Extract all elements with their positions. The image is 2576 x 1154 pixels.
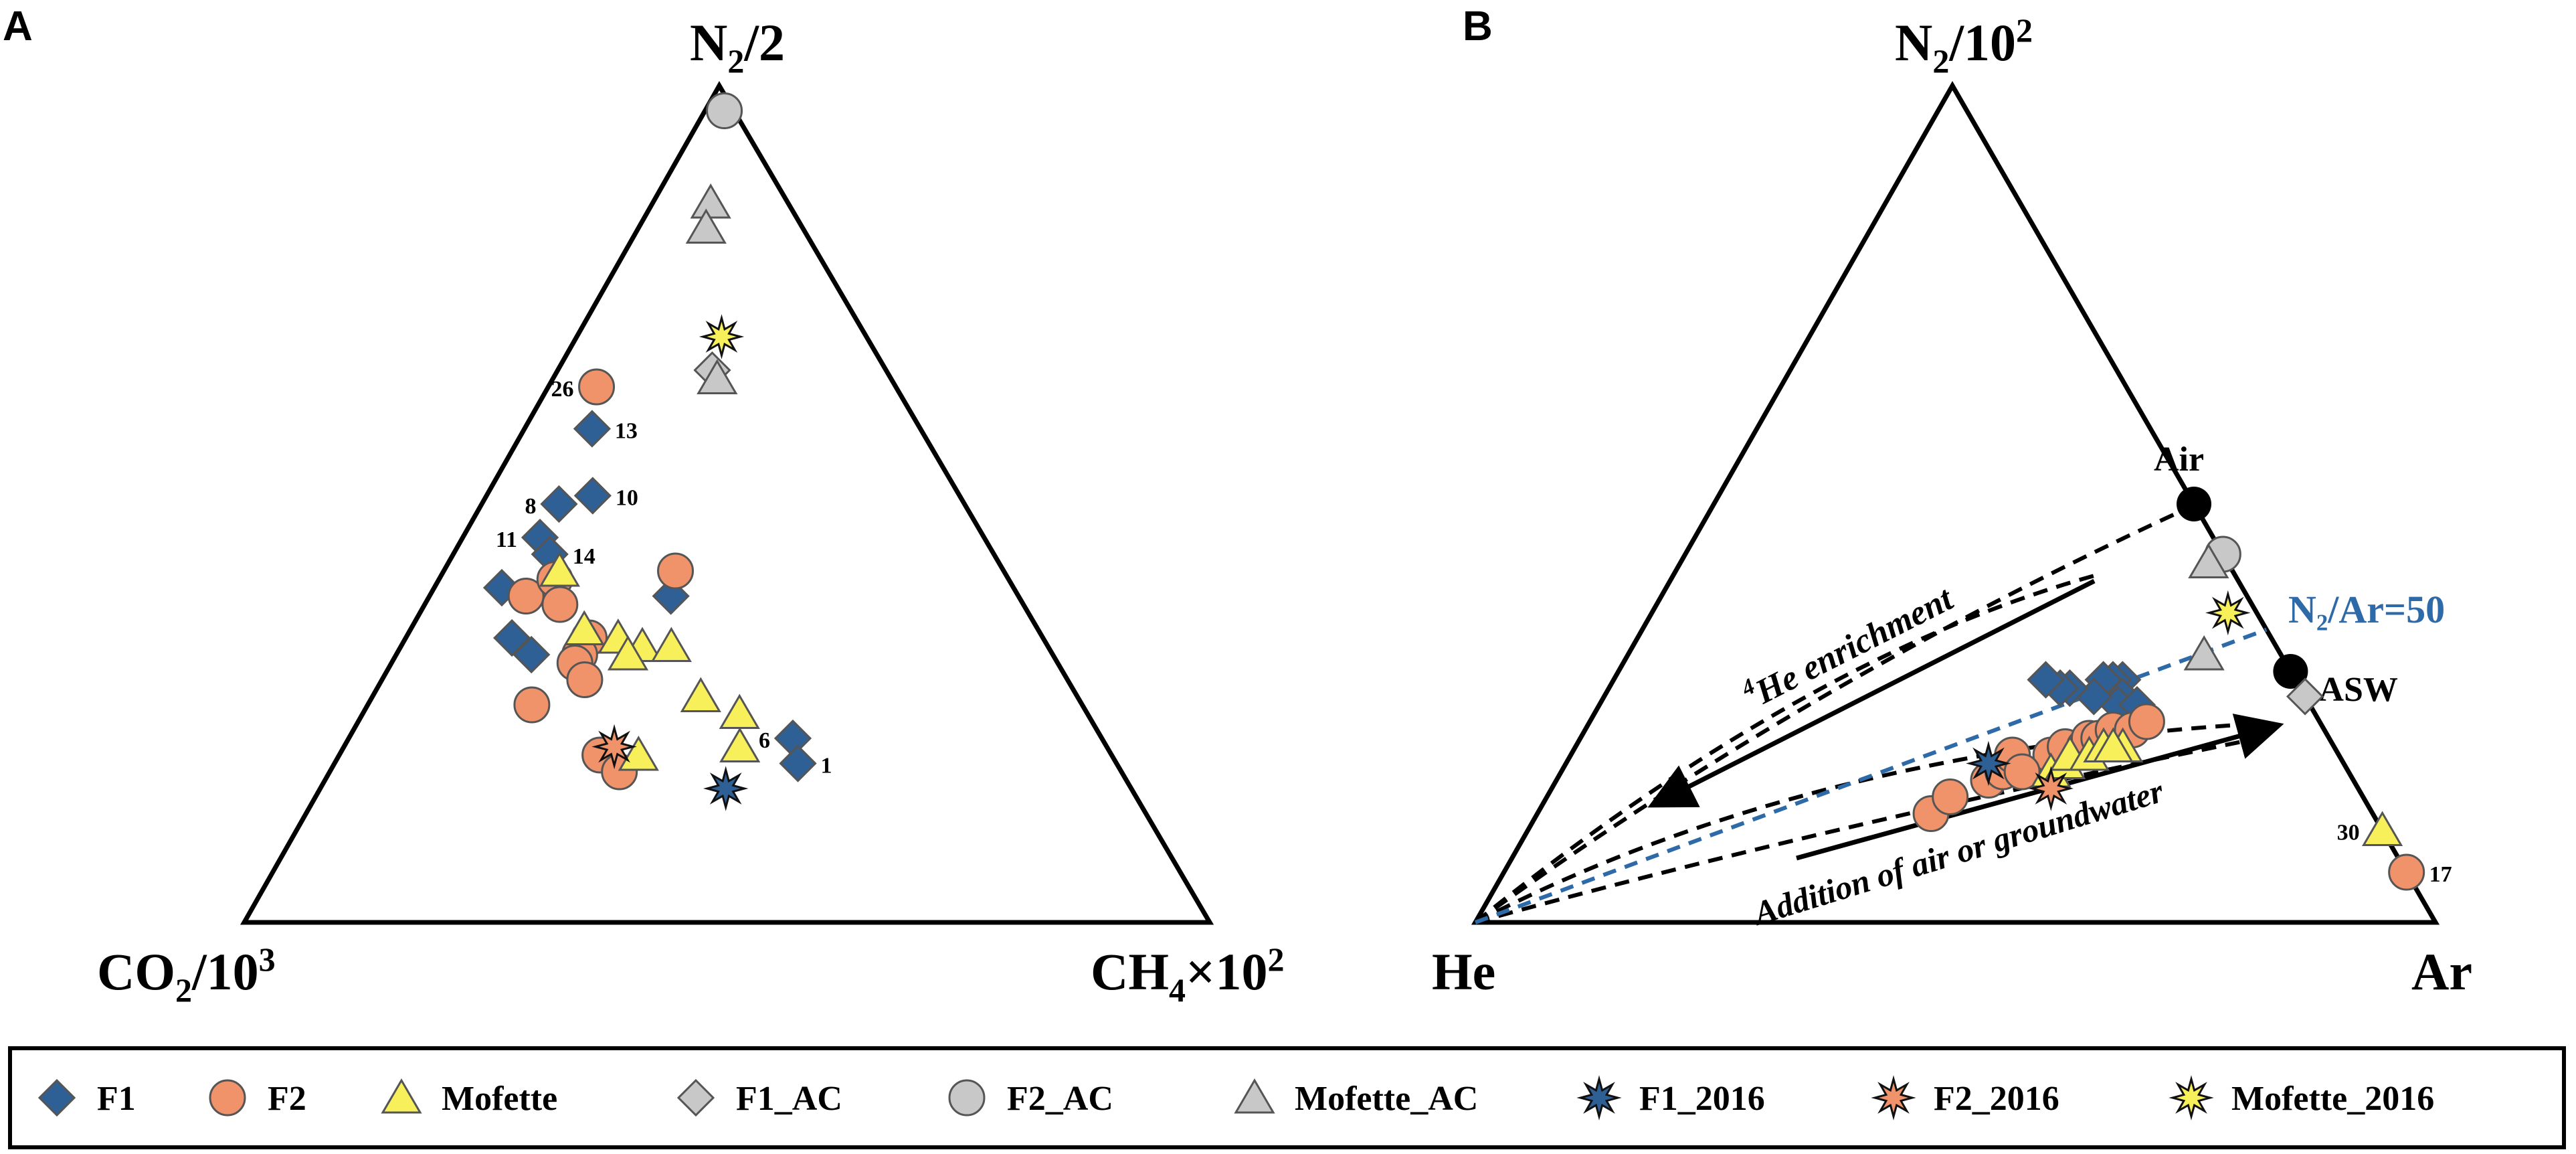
reference-point-label: ASW xyxy=(2318,671,2397,709)
point-f1 xyxy=(573,410,612,448)
panel-a-top-vertex-label: N2/2 xyxy=(690,13,785,80)
point-mofette-ac xyxy=(2188,543,2229,578)
panel-a-right-vertex-label: CH4×102 xyxy=(1091,940,1284,1009)
panel-a: A N2/2 CO2/103 CH4×102 13 8 10 11 14 6 1 26 xyxy=(3,3,1284,1009)
legend-label: F2_AC xyxy=(1007,1080,1113,1118)
legend-marker-mofette-ac xyxy=(1234,1078,1275,1114)
he-enrichment-annotation: 4He enrichment xyxy=(1737,576,1960,717)
point-f2 xyxy=(578,368,616,406)
point-mofette-ac xyxy=(697,359,738,394)
point-label: 26 xyxy=(551,377,574,402)
panel-a-triangle xyxy=(240,80,1214,925)
point-mofette xyxy=(2361,811,2403,846)
point-mofette-ac xyxy=(2183,635,2225,671)
he-enrichment-envelope-upper xyxy=(1474,574,2095,924)
point-mofette xyxy=(719,727,761,762)
point-f2-ac xyxy=(706,92,743,129)
legend-marker-f2 xyxy=(209,1079,246,1117)
panel-b-top-vertex-label: N2/102 xyxy=(1895,11,2033,80)
point-f1 xyxy=(540,485,578,523)
point-mofette xyxy=(2092,727,2134,762)
panel-a-label: A xyxy=(3,3,33,50)
panel-b-right-vertex-label: Ar xyxy=(2411,942,2472,1001)
point-f2 xyxy=(2128,703,2165,740)
legend-label: Mofette_2016 xyxy=(2231,1080,2434,1118)
point-f1 xyxy=(779,744,817,782)
point-f1 xyxy=(573,477,612,515)
legend-marker-f2-ac xyxy=(948,1079,986,1117)
point-f2 xyxy=(2003,753,2041,791)
point-f2 xyxy=(513,686,551,724)
point-label: 10 xyxy=(616,486,638,511)
point-label: 14 xyxy=(573,544,595,569)
panel-b: B N2/102 He Ar N₂/Ar=50 4He enrichment A… xyxy=(1432,3,2472,1001)
he-enrichment-envelope-outer xyxy=(1474,507,2188,924)
point-f2-2016 xyxy=(591,724,637,770)
point-mofette xyxy=(563,610,605,645)
point-f1 xyxy=(2027,661,2065,699)
legend-items: F1 F2 Mofette F1_AC F2_AC Mofette_AC F1_2016 F2… xyxy=(37,1075,2434,1121)
point-f2 xyxy=(657,552,695,590)
point-f2 xyxy=(2388,853,2425,891)
legend: F1 F2 Mofette F1_AC F2_AC Mofette_AC F1_2016 F2… xyxy=(8,1046,2566,1149)
point-f1-ac xyxy=(2286,677,2324,716)
legend-label: Mofette_AC xyxy=(1295,1080,1478,1118)
point-label: 8 xyxy=(525,494,536,519)
point-mofette-2016 xyxy=(699,314,745,359)
point-f1-2016 xyxy=(1966,740,2011,787)
panel-b-left-vertex-label: He xyxy=(1432,942,1495,1001)
legend-marker-mofette-2016 xyxy=(2169,1075,2214,1121)
legend-marker-f1-ac xyxy=(676,1078,715,1117)
legend-label: F2 xyxy=(268,1080,306,1118)
point-f2 xyxy=(1932,778,1969,815)
point-mofette xyxy=(539,552,580,587)
reference-point-label: Air xyxy=(2154,440,2204,479)
legend-label: F2_2016 xyxy=(1934,1080,2059,1118)
panel-a-left-vertex-label: CO2/103 xyxy=(97,940,276,1009)
point-label: 1 xyxy=(821,754,832,778)
point-mofette xyxy=(719,693,760,729)
point-mofette-2016 xyxy=(2205,590,2251,636)
point-f2 xyxy=(507,578,545,614)
point-f2 xyxy=(541,586,579,623)
legend-marker-f1-2016 xyxy=(1576,1075,1622,1121)
legend-marker-f2-2016 xyxy=(1871,1075,1916,1121)
point-f1 xyxy=(513,635,551,674)
point-mofette xyxy=(650,627,692,662)
point-label: 11 xyxy=(496,527,517,552)
point-f2 xyxy=(566,661,604,698)
reference-point-asw xyxy=(2273,654,2308,689)
point-f2-2016 xyxy=(2028,766,2074,811)
air-addition-arrow xyxy=(1796,714,2284,861)
panel-b-label: B xyxy=(1463,3,1493,50)
point-label: 30 xyxy=(2337,821,2360,845)
legend-marker-mofette xyxy=(381,1078,422,1114)
panel-a-data-points: 13 8 10 11 14 6 1 26 xyxy=(482,92,832,811)
point-mofette-ac xyxy=(685,208,727,244)
point-f1-2016 xyxy=(703,766,749,811)
n2-ar-50-reference-line xyxy=(1474,627,2268,924)
reference-point-air xyxy=(2177,487,2211,521)
point-label: 6 xyxy=(759,728,770,753)
point-mofette xyxy=(607,635,649,671)
legend-marker-f1 xyxy=(37,1078,76,1117)
he-enrichment-arrow xyxy=(1647,578,2096,808)
legend-label: F1_AC xyxy=(736,1080,842,1118)
point-mofette-ac xyxy=(690,183,731,219)
legend-label: F1 xyxy=(97,1080,136,1118)
point-mofette xyxy=(680,677,721,712)
point-label: 13 xyxy=(615,419,638,444)
n2-ar-50-label: N₂/Ar=50 xyxy=(2288,588,2445,631)
point-mofette xyxy=(618,736,659,771)
point-label: 17 xyxy=(2429,862,2452,887)
legend-box xyxy=(8,1046,2566,1149)
legend-label: Mofette xyxy=(442,1080,557,1118)
legend-label: F1_2016 xyxy=(1639,1080,1765,1118)
